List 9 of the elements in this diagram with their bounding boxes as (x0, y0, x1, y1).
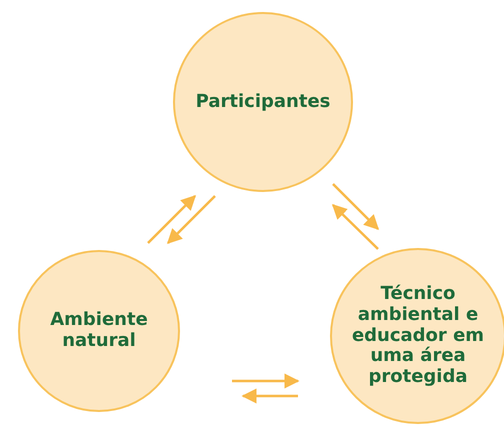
arrow (332, 183, 380, 230)
node-label: Ambiente natural (49, 310, 149, 352)
arrow (242, 388, 298, 404)
node-label: Participantes (196, 92, 330, 112)
arrow (166, 195, 216, 244)
arrow (147, 194, 196, 244)
node-label: Técnico ambiental e educador em uma área protegida (350, 284, 486, 388)
arrow (332, 204, 379, 250)
arrow (232, 374, 300, 388)
